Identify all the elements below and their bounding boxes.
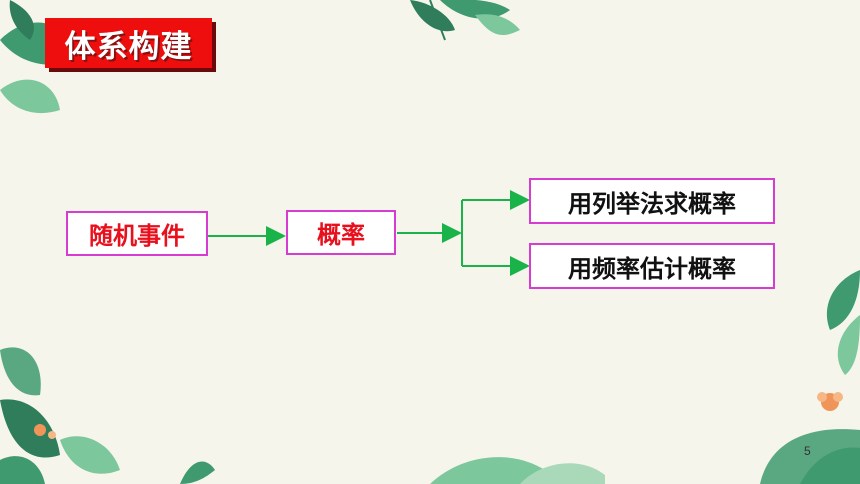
- leaf-icon: [826, 270, 860, 375]
- page-title: 体系构建: [64, 28, 193, 65]
- leaf-icon: [0, 347, 120, 484]
- title-banner: 体系构建: [45, 18, 212, 68]
- leaf-icon: [180, 457, 605, 484]
- node-enumeration: 用列举法求概率: [529, 178, 775, 224]
- node-probability-label: 概率: [317, 221, 365, 249]
- node-probability: 概率: [286, 210, 396, 255]
- node-random-events: 随机事件: [66, 211, 208, 256]
- leaf-icon: [410, 0, 520, 41]
- flower-icon: [817, 392, 843, 411]
- node-frequency-label: 用频率估计概率: [568, 254, 736, 283]
- node-enumeration-label: 用列举法求概率: [568, 189, 736, 218]
- node-random-events-label: 随机事件: [89, 222, 185, 250]
- flower-icon: [34, 424, 56, 439]
- page-number: 5: [804, 444, 811, 458]
- leaf-icon: [760, 429, 860, 484]
- node-frequency: 用频率估计概率: [529, 243, 775, 289]
